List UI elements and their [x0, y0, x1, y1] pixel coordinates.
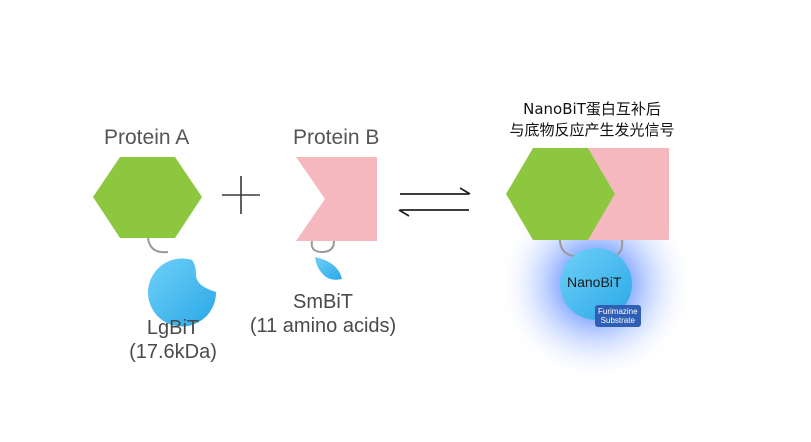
protein-a-hexagon: [93, 157, 202, 238]
complex-title-line2: 与底物反应产生发光信号: [509, 121, 675, 139]
protein-b-shape: [296, 157, 377, 241]
smbit-shape: [315, 257, 342, 280]
smbit-name: SmBiT: [293, 291, 353, 313]
lgbit-name: LgBiT: [146, 317, 200, 339]
nanobit-label: NanoBiT: [567, 274, 622, 290]
protein-b-group: [296, 157, 377, 280]
protein-b-label: Protein B: [293, 126, 380, 149]
protein-a-label: Protein A: [104, 126, 190, 149]
protein-a-linker: [147, 237, 169, 254]
nanobit-complex-group: [498, 148, 694, 382]
complex-protein-b-shape: [588, 148, 669, 240]
equilibrium-arrows: [398, 187, 471, 217]
substrate-line2: Substrate: [600, 316, 635, 325]
complex-title-line1: NanoBiT蛋白互补后: [523, 100, 661, 118]
plus-symbol: [222, 176, 260, 214]
protein-b-linker: [310, 240, 335, 254]
complex-title: NanoBiT蛋白互补后 与底物反应产生发光信号: [494, 99, 690, 141]
lgbit-size: (17.6kDa): [129, 341, 217, 363]
complex-protein-a-hexagon: [506, 148, 615, 240]
lgbit-shape: [148, 258, 217, 327]
smbit-size: (11 amino acids): [249, 315, 397, 337]
smbit-caption: SmBiT (11 amino acids): [238, 290, 408, 338]
protein-a-group: [93, 157, 217, 327]
lgbit-caption: LgBiT (17.6kDa): [112, 316, 234, 364]
furimazine-substrate-badge: Furimazine Substrate: [595, 305, 641, 327]
substrate-line1: Furimazine: [598, 307, 638, 316]
nanobit-ball: [560, 248, 632, 320]
